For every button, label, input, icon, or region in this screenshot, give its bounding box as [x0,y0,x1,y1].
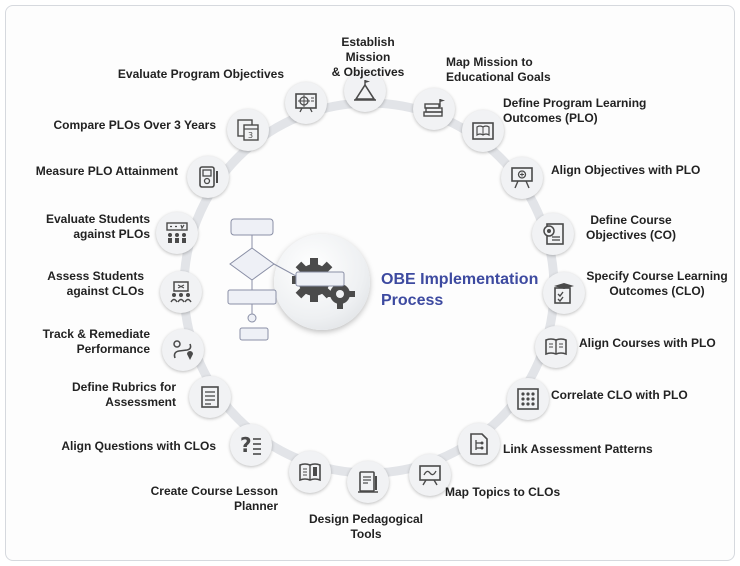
step-label-define-rubrics: Define Rubrics for Assessment [71,380,176,409]
step-node-measure-plo [187,156,229,198]
step-label-establish-mission: Establish Mission & Objectives [331,35,405,79]
step-node-evaluate-objectives [285,82,327,124]
step-label-design-tools: Design Pedagogical Tools [308,512,424,541]
step-label-align-courses: Align Courses with PLO [579,336,716,350]
flowchart-graphic [227,218,345,341]
whiteboard-icon [419,465,441,486]
monitor-target-icon [295,93,317,113]
graduation-checklist-icon [554,283,574,304]
class-board-icon [170,281,192,303]
step-label-link-assessment: Link Assessment Patterns [503,442,653,456]
step-node-map-topics [409,454,451,496]
open-book-icon [545,338,567,356]
mountain-flag-icon [354,80,376,101]
step-node-compare-plos: 3 [227,109,269,151]
book-display-icon [472,122,494,140]
tablet-pen-icon [358,471,378,493]
planner-book-icon [299,463,321,482]
calendar-docs-icon: 3 [237,119,259,141]
step-label-evaluate-objectives: Evaluate Program Objectives [117,67,284,81]
step-label-specify-clo: Specify Course Learning Outcomes (CLO) [586,269,728,298]
presentation-board-icon [511,167,533,189]
step-label-measure-plo: Measure PLO Attainment [35,164,178,178]
step-node-align-courses [535,326,577,368]
step-node-define-plo [462,110,504,152]
step-node-assess-clos [160,271,202,313]
diagram-frame: OBE Implementation Process Establish Mis… [5,5,735,561]
step-label-evaluate-plos: Evaluate Students against PLOs [45,212,150,241]
step-node-evaluate-plos [156,212,198,254]
step-label-map-mission: Map Mission to Educational Goals [446,55,551,84]
step-label-align-objectives: Align Objectives with PLO [551,163,701,177]
gauge-device-icon [199,166,218,188]
rubric-sheet-icon [201,386,219,408]
step-label-track-remediate: Track & Remediate Performance [42,327,150,356]
question-list-icon: ? [240,433,261,457]
route-pin-icon [173,340,193,360]
svg-text:?: ? [240,433,252,457]
step-label-assess-clos: Assess Students against CLOs [47,269,144,298]
step-node-design-tools [347,461,389,503]
step-label-map-topics: Map Topics to CLOs [445,485,561,499]
step-node-align-objectives [501,157,543,199]
step-node-create-planner [289,451,331,493]
step-node-specify-clo [543,272,585,314]
step-label-correlate-clo: Correlate CLO with PLO [551,388,688,402]
document-tree-icon [470,433,488,455]
step-label-align-questions: Align Questions with CLOs [61,439,216,453]
center-title: OBE Implementation Process [381,271,539,309]
step-node-align-questions: ? [230,424,272,466]
step-node-track-remediate [162,329,204,371]
step-node-map-mission [413,88,455,130]
step-node-link-assessment [458,423,500,465]
step-label-compare-plos: Compare PLOs Over 3 Years [53,118,216,132]
books-flag-icon [423,99,445,117]
step-node-define-rubrics [189,376,231,418]
step-node-correlate-clo [507,378,549,420]
svg-text:3: 3 [248,131,253,140]
step-label-define-co: Define Course Objectives (CO) [585,213,677,242]
step-node-define-co [532,213,574,255]
step-label-create-planner: Create Course Lesson Planner [150,484,278,513]
step-label-define-plo: Define Program Learning Outcomes (PLO) [503,96,647,125]
students-rating-icon [166,222,188,243]
target-document-icon [543,223,564,245]
step-node-establish-mission [344,70,386,112]
grid-network-icon [517,388,539,410]
